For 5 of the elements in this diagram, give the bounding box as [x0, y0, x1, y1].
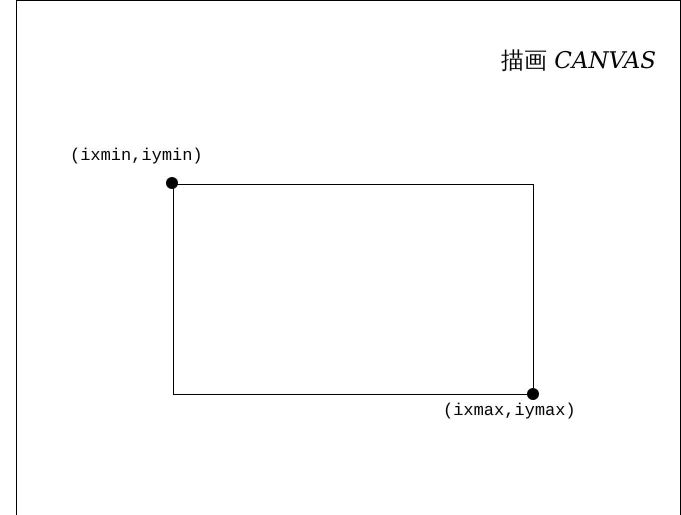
coordinate-label: (ixmin,iymin) [70, 147, 203, 166]
rectangle [173, 184, 534, 395]
canvas-title: 描画 CANVAS [500, 47, 656, 76]
canvas-frame [16, 0, 681, 515]
coordinate-label: (ixmax,iymax) [443, 402, 576, 421]
